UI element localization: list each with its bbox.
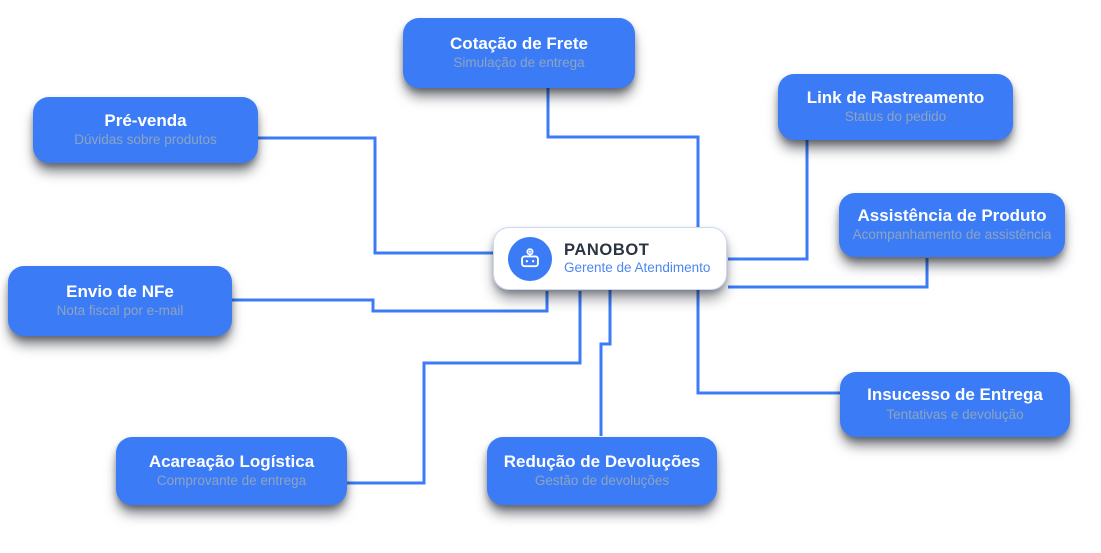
- node-envio-de-nfe[interactable]: Envio de NFe Nota fiscal por e-mail: [8, 266, 232, 336]
- node-title: Cotação de Frete: [450, 33, 588, 53]
- node-subtitle: Tentativas e devolução: [886, 406, 1024, 422]
- center-subtitle: Gerente de Atendimento: [564, 260, 711, 276]
- node-pre-venda[interactable]: Pré-venda Dúvidas sobre produtos: [33, 97, 258, 163]
- edge-center-to-reducao: [599, 290, 612, 436]
- node-title: Link de Rastreamento: [806, 87, 985, 107]
- node-subtitle: Simulação de entrega: [453, 55, 585, 71]
- center-title: PANOBOT: [564, 241, 650, 259]
- edge-prevenda-to-center: [258, 136, 494, 255]
- node-reducao-de-devolucoes[interactable]: Redução de Devoluções Gestão de devoluçõ…: [487, 437, 717, 505]
- node-acareacao-logistica[interactable]: Acareação Logística Comprovante de entre…: [116, 437, 347, 505]
- edge-acareacao-to-center: [346, 291, 582, 485]
- node-title: Envio de NFe: [66, 281, 174, 301]
- edge-envio-to-center: [231, 291, 549, 313]
- node-title: Redução de Devoluções: [503, 451, 701, 471]
- node-insucesso-de-entrega[interactable]: Insucesso de Entrega Tentativas e devolu…: [840, 372, 1070, 437]
- robot-icon: [508, 236, 552, 281]
- node-subtitle: Gestão de devoluções: [534, 473, 670, 489]
- edge-center-to-insucesso: [696, 290, 841, 395]
- node-cotacao-de-frete[interactable]: Cotação de Frete Simulação de entrega: [403, 18, 635, 88]
- edge-cotacao-to-center: [546, 88, 700, 228]
- node-subtitle: Acompanhamento de assistência: [852, 227, 1052, 243]
- node-title: Insucesso de Entrega: [867, 385, 1043, 405]
- node-subtitle: Status do pedido: [844, 109, 947, 125]
- node-subtitle: Nota fiscal por e-mail: [56, 303, 184, 319]
- node-title: Assistência de Produto: [857, 205, 1047, 225]
- node-assistencia-de-produto[interactable]: Assistência de Produto Acompanhamento de…: [839, 193, 1065, 257]
- node-title: Acareação Logística: [148, 451, 315, 471]
- node-panobot-center[interactable]: PANOBOT Gerente de Atendimento: [493, 227, 727, 290]
- edge-link-to-center: [728, 140, 809, 261]
- node-subtitle: Dúvidas sobre produtos: [74, 132, 217, 148]
- node-link-de-rastreamento[interactable]: Link de Rastreamento Status do pedido: [778, 74, 1013, 140]
- node-subtitle: Comprovante de entrega: [156, 473, 307, 489]
- edge-assistencia-to-center: [728, 258, 929, 289]
- node-title: Pré-venda: [104, 110, 187, 130]
